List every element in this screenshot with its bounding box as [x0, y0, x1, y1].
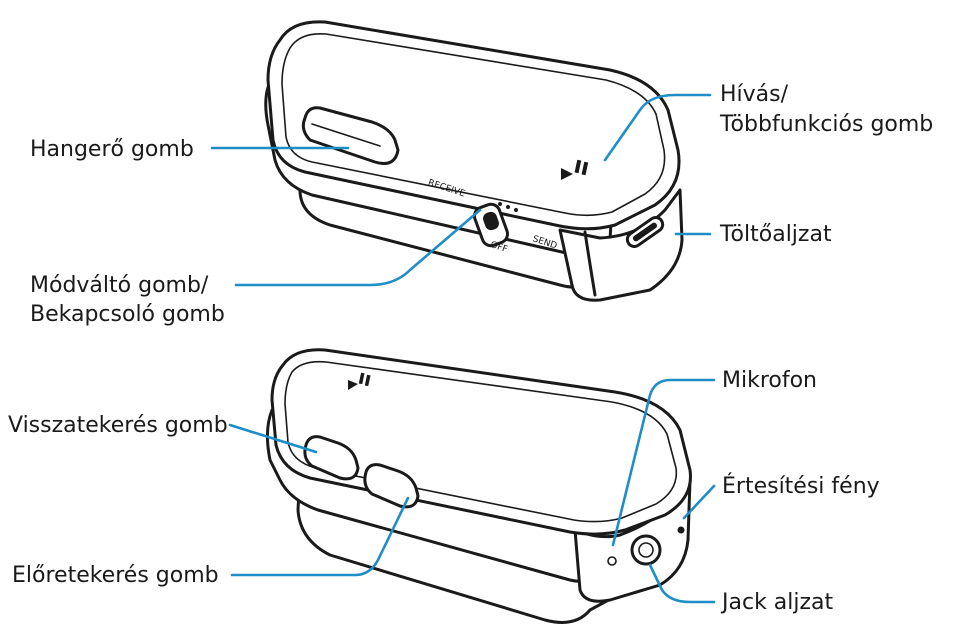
top-face-inner	[281, 32, 666, 217]
label-notification-light: Értesítési fény	[722, 473, 880, 499]
callout-labels: Hangerő gomb Hívás/ Többfunkciós gomb Tö…	[8, 82, 933, 615]
label-charger: Töltőaljzat	[719, 222, 832, 247]
rewind-button	[303, 435, 360, 481]
charging-port-slot	[632, 222, 658, 242]
label-jack: Jack aljzat	[720, 590, 834, 615]
microphone-hole	[607, 556, 617, 566]
volume-button	[301, 106, 400, 165]
play-pause-icon-small	[348, 372, 371, 390]
leader-call	[603, 93, 712, 162]
label-call-line2: Többfunkciós gomb	[719, 112, 933, 137]
jack-port-inner	[638, 542, 654, 558]
label-microphone: Mikrofon	[722, 368, 817, 393]
label-forward-button: Előretekerés gomb	[12, 563, 219, 588]
label-call-line1: Hívás/	[720, 82, 789, 107]
bottom-end-face	[573, 478, 692, 603]
leader-notify	[682, 484, 716, 520]
leader-jack	[648, 563, 716, 604]
jack-port	[630, 534, 662, 566]
label-volume-button: Hangerő gomb	[30, 137, 194, 162]
leader-rewind	[228, 423, 318, 454]
play-pause-icon	[561, 159, 589, 180]
label-mode-line1: Módváltó gomb/	[30, 273, 209, 298]
top-end-outline	[583, 230, 597, 297]
label-mode-line2: Bekapcsoló gomb	[30, 302, 225, 327]
volume-button-ridge	[311, 123, 381, 147]
notification-light	[677, 526, 685, 534]
top-device: RECEIVE OFF SEND	[264, 20, 684, 302]
leader-lines	[210, 93, 716, 604]
label-rewind-button: Visszatekerés gomb	[8, 413, 228, 438]
forward-button	[363, 463, 420, 509]
top-face	[266, 20, 681, 231]
leader-forward	[230, 496, 410, 577]
leader-mode	[234, 208, 482, 287]
leader-mic	[611, 378, 716, 547]
